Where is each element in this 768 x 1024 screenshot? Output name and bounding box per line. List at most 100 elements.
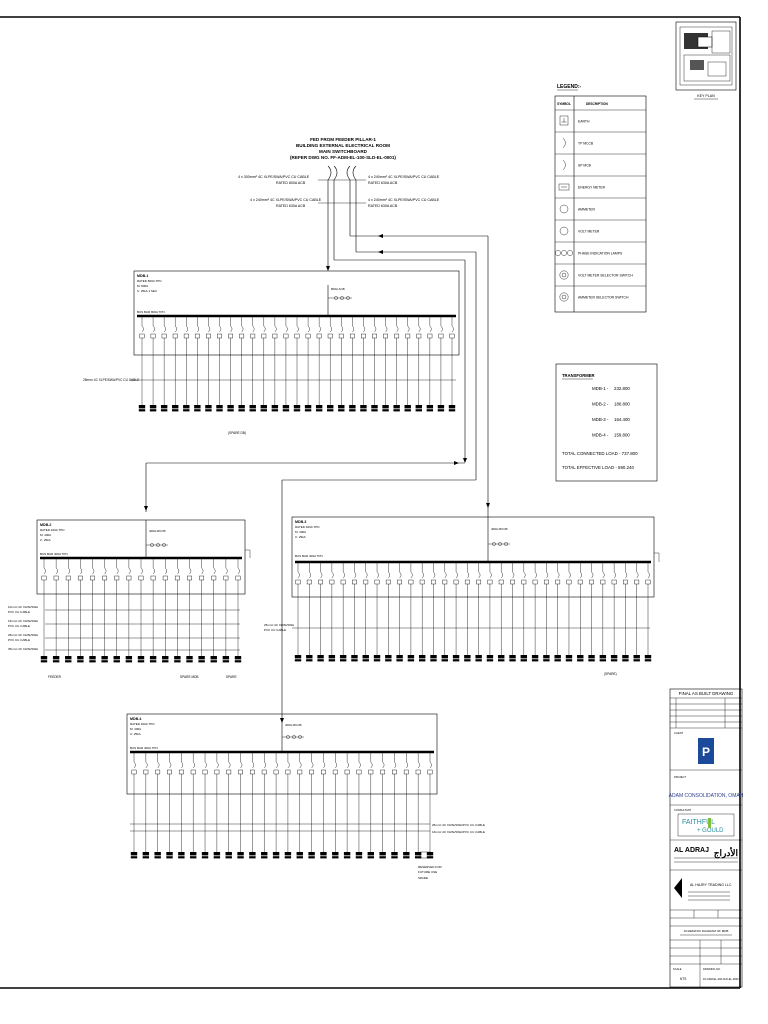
mdb4-note: SPARE — [418, 876, 428, 880]
svg-text:35mm² 4C XLPE/SWA: 35mm² 4C XLPE/SWA — [8, 647, 38, 651]
outgoing-circuit — [166, 752, 173, 859]
outgoing-circuit — [360, 316, 367, 412]
outgoing-circuit — [577, 562, 584, 662]
outgoing-circuit — [194, 316, 201, 412]
outgoing-circuit — [355, 752, 363, 859]
subcontractor-name: AL HAJRY TRADING LLC — [690, 883, 732, 887]
outgoing-circuit — [531, 562, 539, 662]
outgoing-circuit — [113, 558, 120, 663]
project-name: ADAM CONSOLIDATION, OMAN — [669, 793, 744, 799]
outgoing-circuit — [385, 562, 392, 662]
svg-text:M: 800A: M: 800A — [137, 284, 148, 288]
transformer-row-label: MDB-3 - — [592, 417, 609, 422]
outgoing-circuit — [183, 316, 190, 412]
outgoing-circuit — [622, 562, 629, 662]
outgoing-circuit — [205, 316, 212, 412]
outgoing-circuit — [509, 562, 516, 662]
svg-text:RATED 400A TPN: RATED 400A TPN — [295, 525, 319, 529]
drawing-title: SCHEMATIC DIAGRAM OF MDB — [684, 929, 729, 933]
mdb1-title: MDB-1 — [137, 274, 148, 278]
client-logo: P — [698, 738, 714, 764]
outgoing-circuit — [89, 558, 96, 663]
phase-lamps-icon — [555, 250, 573, 256]
legend-col-symbol: SYMBOL — [557, 102, 571, 106]
outgoing-circuit — [486, 562, 494, 662]
outgoing-circuit — [332, 752, 339, 859]
transformer-title: TRANSFORMER — [562, 373, 595, 378]
outgoing-circuit — [426, 752, 434, 859]
outgoing-circuit — [520, 562, 528, 662]
svg-text:25mm² 4C XLPE/SWA/PVC CU CABLE: 25mm² 4C XLPE/SWA/PVC CU CABLE — [83, 378, 139, 382]
outgoing-circuit — [371, 316, 378, 412]
outgoing-circuit — [382, 316, 389, 412]
title-block: FINAL AS BUILT DRAWING CLIENT P PROJECT … — [669, 688, 744, 988]
outgoing-circuit — [178, 752, 185, 859]
svg-text:16mm² 4C XLPE/SWA/PVC CU CABLE: 16mm² 4C XLPE/SWA/PVC CU CABLE — [432, 830, 485, 834]
outgoing-circuit — [216, 316, 223, 412]
outgoing-circuit — [418, 562, 426, 662]
legend-item-desc: ENERGY METER — [578, 185, 606, 189]
legend-item-desc: SP MCB — [578, 163, 592, 167]
outgoing-circuit — [391, 752, 398, 859]
outgoing-circuit — [554, 562, 561, 662]
mdb4-busbar-label: BUS BAR 400A TPN — [130, 746, 158, 750]
mdb1-outgoing-breakers — [138, 316, 456, 412]
volt-meter-icon — [559, 226, 569, 236]
outgoing-circuit — [284, 752, 292, 859]
mdb3-title: MDB-3 — [295, 520, 306, 524]
total-effective-load: TOTAL EFFECTIVE LOAD - 590.240 — [562, 465, 634, 470]
sp-mcb-icon — [562, 159, 566, 171]
mdb3-outgoing-breakers — [294, 562, 652, 662]
mdb2-note1: FEEDER — [48, 675, 62, 679]
outgoing-circuit — [448, 316, 456, 412]
outgoing-circuit — [213, 752, 221, 859]
outgoing-circuit — [475, 562, 482, 662]
outgoing-circuit — [315, 316, 323, 412]
drawing-no-label: DRAWING NO. — [703, 967, 721, 971]
drawing-status: FINAL AS BUILT DRAWING — [679, 691, 734, 696]
ammeter-selector-icon — [559, 292, 569, 302]
svg-text:C: 25kA: C: 25kA — [40, 538, 51, 542]
legend-item-desc: TP MCCB — [578, 141, 594, 145]
outgoing-circuit — [317, 562, 324, 662]
outgoing-circuit — [633, 562, 640, 662]
incomer-label-4: RATED 630A ACB — [368, 181, 398, 185]
mdb4-title: MDB-4 — [130, 717, 141, 721]
outgoing-circuit — [437, 316, 445, 412]
outgoing-circuit — [320, 752, 327, 859]
outgoing-circuit — [260, 316, 267, 412]
legend-item-desc: AMMETER — [578, 207, 596, 211]
transformer-row-value: 180.800 — [614, 402, 630, 407]
mdb3-busbar-label: BUS BAR 400A TPN — [295, 554, 323, 558]
outgoing-circuit — [227, 316, 234, 412]
svg-text:PVC CU CABLE: PVC CU CABLE — [8, 610, 30, 614]
contractor-name: AL ADRAJ — [674, 847, 709, 854]
outgoing-circuit — [142, 752, 150, 859]
header-line2: BUILDING EXTERNAL ELECTRICAL ROOM — [296, 143, 390, 148]
client-label: CLIENT — [674, 731, 684, 735]
incomer-label-2: RATED 800A ACB — [276, 181, 306, 185]
legend-item-desc: AMMETER SELECTOR SWITCH — [578, 295, 629, 299]
outgoing-circuit — [338, 316, 345, 412]
outgoing-circuit — [225, 752, 232, 859]
total-connected-load: TOTAL CONNECTED LOAD - 737.800 — [562, 451, 638, 456]
outgoing-circuit — [426, 316, 434, 412]
outgoing-circuit — [464, 562, 471, 662]
outgoing-circuit — [271, 316, 279, 412]
outgoing-circuit — [201, 752, 209, 859]
transformer-row-value: 232.800 — [614, 386, 630, 391]
outgoing-circuit — [237, 752, 244, 859]
outgoing-circuit — [452, 562, 460, 662]
outgoing-circuit — [249, 752, 256, 859]
panel-mdb2: MDB-2 RATED 400A TPN M: 400A C: 25kA 400… — [8, 519, 251, 679]
outgoing-circuit — [343, 752, 351, 859]
outgoing-circuit — [138, 316, 146, 412]
svg-text:M: 400A: M: 400A — [130, 727, 141, 731]
key-plan: KEY PLAN — [675, 21, 737, 100]
outgoing-circuit — [294, 562, 302, 662]
outgoing-circuit — [362, 562, 369, 662]
outgoing-circuit — [351, 562, 358, 662]
scale-value: NTS — [680, 977, 686, 981]
svg-text:400A MCCB: 400A MCCB — [491, 527, 508, 531]
outgoing-circuit — [588, 562, 595, 662]
